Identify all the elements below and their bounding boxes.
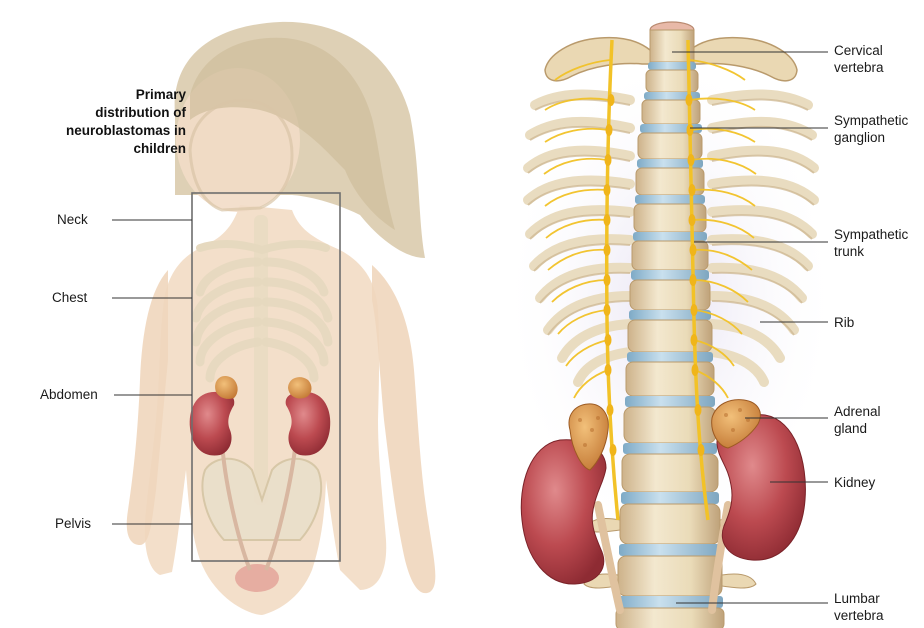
label-cervical-vertebra: Cervical vertebra bbox=[834, 42, 884, 76]
label-sympathetic-trunk: Sympathetic trunk bbox=[834, 226, 908, 260]
label-abdomen: Abdomen bbox=[40, 386, 98, 403]
child-right-kidney bbox=[286, 392, 331, 456]
label-kidney: Kidney bbox=[834, 474, 875, 491]
label-chest: Chest bbox=[52, 289, 87, 306]
label-neck: Neck bbox=[57, 211, 88, 228]
label-lumbar-vertebra: Lumbar vertebra bbox=[834, 590, 884, 624]
lumbar-vertebra bbox=[618, 556, 722, 596]
child-right-adrenal bbox=[288, 377, 311, 398]
label-adrenal-gland: Adrenal gland bbox=[834, 403, 881, 437]
label-sympathetic-ganglion: Sympathetic ganglion bbox=[834, 112, 908, 146]
child-left-kidney bbox=[190, 392, 235, 456]
label-rib: Rib bbox=[834, 314, 854, 331]
child-bladder bbox=[235, 564, 279, 592]
spine-illustration bbox=[500, 22, 840, 628]
label-pelvis: Pelvis bbox=[55, 515, 91, 532]
diagram-title: Primary distribution of neuroblastomas i… bbox=[58, 86, 186, 158]
